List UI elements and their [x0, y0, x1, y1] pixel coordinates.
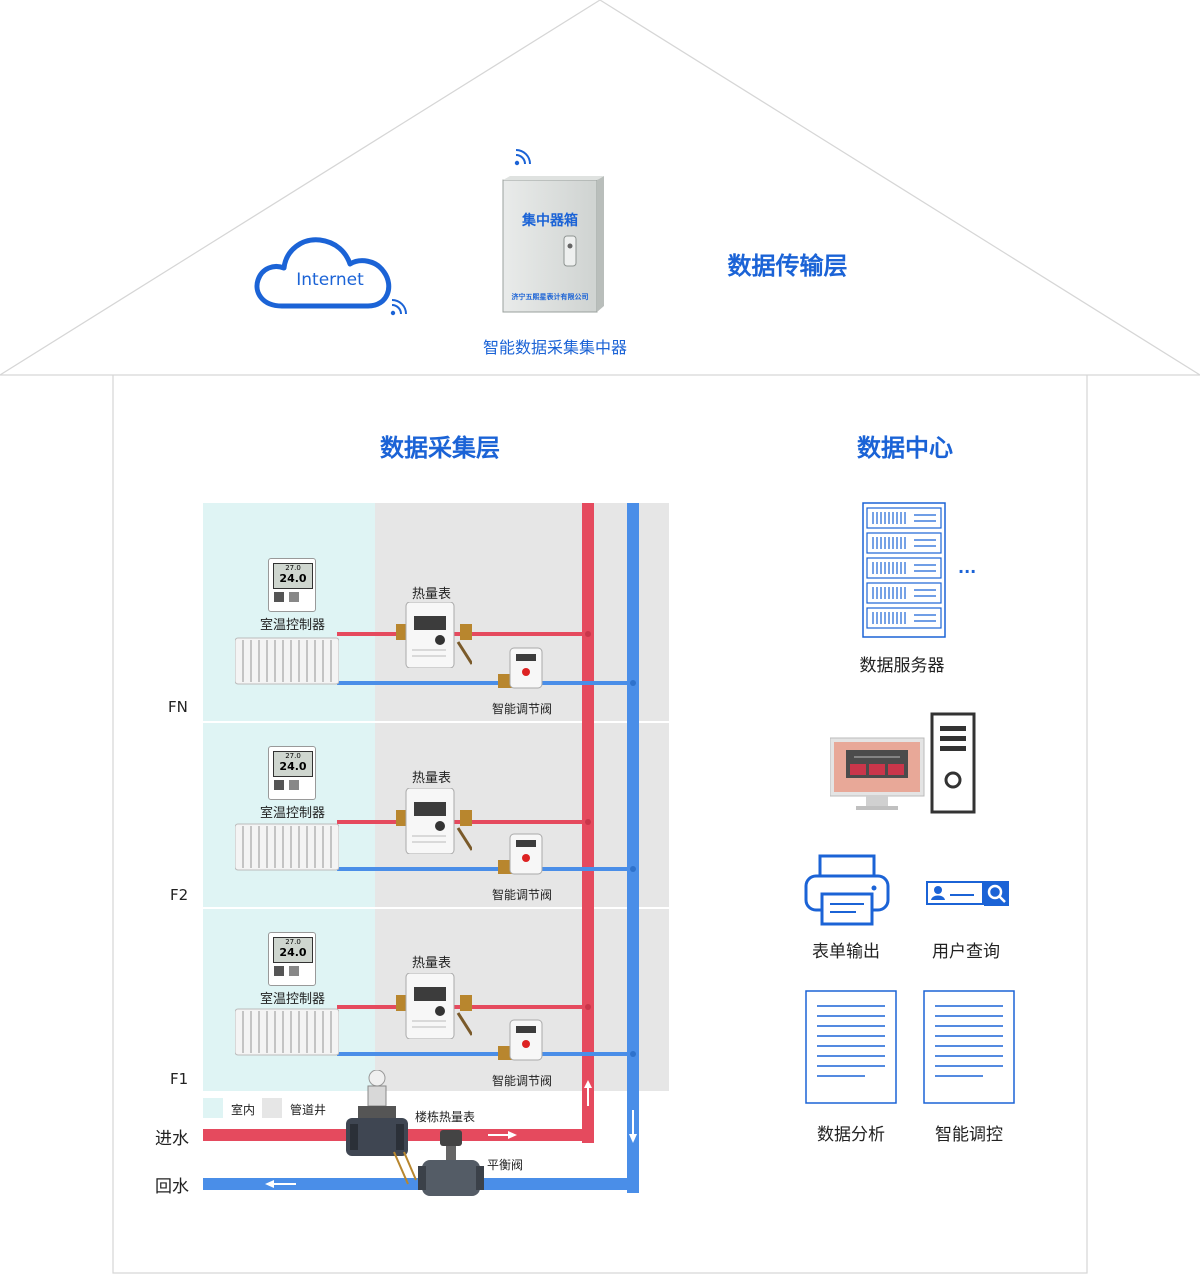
inlet-label: 进水	[155, 1129, 189, 1149]
thermostat-display-top: 27.0	[285, 938, 301, 946]
radiator	[235, 637, 339, 685]
radiator	[235, 1008, 339, 1056]
heat-meter	[396, 601, 474, 669]
thermostat: 27.0 24.0	[268, 558, 316, 612]
control-document-icon	[923, 990, 1015, 1104]
legend-indoor-swatch	[203, 1098, 223, 1118]
cloud-label: Internet	[296, 270, 364, 290]
building-heat-meter	[346, 1069, 408, 1160]
floor-label: F1	[170, 1070, 189, 1088]
analysis-label: 数据分析	[817, 1125, 885, 1145]
legend-shaft-label: 管道井	[290, 1103, 327, 1117]
control-valve	[498, 646, 546, 692]
thermostat-label: 室温控制器	[260, 806, 326, 821]
building-meter-label: 楼栋热量表	[415, 1110, 476, 1124]
smart-control-label: 智能调控	[935, 1125, 1003, 1145]
box-plate: 济宁五熙星表计有限公司	[511, 293, 589, 301]
valve-label: 智能调节阀	[492, 1074, 553, 1088]
server-label: 数据服务器	[859, 656, 945, 676]
sensor-wires	[393, 1151, 417, 1185]
floor-label: F2	[170, 886, 189, 904]
floor-label: FN	[168, 698, 188, 716]
heat-meter	[396, 787, 474, 855]
printer-icon	[804, 854, 890, 926]
user-query-label: 用户查询	[932, 942, 1000, 962]
valve-label: 智能调节阀	[492, 888, 553, 902]
internet-cloud: Internet	[250, 228, 410, 320]
floor-divider	[203, 907, 669, 909]
heat-meter-label: 热量表	[412, 771, 452, 786]
concentrator-caption: 智能数据采集集中器	[482, 338, 627, 357]
thermostat-label: 室温控制器	[260, 618, 326, 633]
concentrator-box: 集中器箱 济宁五熙星表计有限公司	[500, 176, 604, 316]
thermostat-display-top: 27.0	[285, 564, 301, 572]
heat-meter-label: 热量表	[412, 956, 452, 971]
thermostat: 27.0 24.0	[268, 932, 316, 986]
legend-indoor-label: 室内	[231, 1103, 256, 1117]
report-output-label: 表单输出	[812, 942, 880, 962]
heat-meter	[396, 972, 474, 1040]
heat-meter-label: 热量表	[412, 587, 452, 602]
transport-layer-title: 数据传输层	[727, 252, 848, 280]
thermostat-display-main: 24.0	[279, 946, 307, 959]
control-valve	[498, 1018, 546, 1064]
user-search-icon	[926, 881, 1009, 906]
return-label: 回水	[155, 1177, 189, 1197]
radiator	[235, 823, 339, 871]
collection-layer-title: 数据采集层	[380, 434, 500, 462]
thermostat-label: 室温控制器	[260, 992, 326, 1007]
thermostat-display-main: 24.0	[279, 760, 307, 773]
server-rack-icon	[862, 502, 946, 638]
datacenter-title: 数据中心	[857, 434, 953, 462]
desktop-computer-icon	[830, 712, 976, 814]
box-title: 集中器箱	[522, 213, 578, 229]
legend-shaft-swatch	[262, 1098, 282, 1118]
thermostat-display-top: 27.0	[285, 752, 301, 760]
wifi-icon	[514, 149, 531, 166]
balance-valve	[418, 1130, 484, 1200]
wifi-icon	[390, 299, 407, 316]
analysis-document-icon	[805, 990, 897, 1104]
valve-label: 智能调节阀	[492, 702, 553, 716]
server-ellipsis: ...	[958, 558, 977, 577]
control-valve	[498, 832, 546, 878]
thermostat-display-main: 24.0	[279, 572, 307, 585]
floor-divider	[203, 721, 669, 723]
thermostat: 27.0 24.0	[268, 746, 316, 800]
balance-valve-label: 平衡阀	[487, 1158, 524, 1172]
